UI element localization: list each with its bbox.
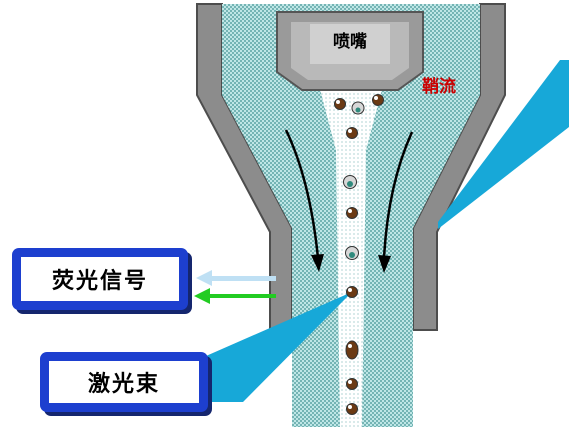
cell-particles [334,94,384,415]
flow-arrow-icon-left [284,129,324,272]
cell-particle-icon [346,127,358,139]
signal-arrow-icon-faint [196,270,276,286]
nozzle-label: 喷嘴 [333,32,367,52]
laser-beam-box: 激光束 [40,352,208,412]
signal-arrow-icon [194,288,276,304]
fluorescence-signal-label: 荧光信号 [21,257,179,301]
flow-arrow-icon-right [378,131,414,273]
fluorescence-signal-box: 荧光信号 [12,248,188,310]
cell-particle-icon [346,403,358,415]
cell-particle-icon [334,98,346,110]
laser-beam-label: 激光束 [49,361,199,403]
laser-beam-icon [438,60,569,229]
cell-particle-icon [346,378,358,390]
cell-particle-icon [346,207,358,219]
laser-beam-incoming [205,292,352,402]
cell-particle-icon [345,340,359,360]
cell-particle-icon [372,94,384,106]
sample-nozzle [276,11,424,91]
cell-particle-icon [346,286,358,298]
cell-particle-icon [351,101,365,115]
cell-particle-icon [345,246,359,260]
sheath-flow-label: 鞘流 [422,76,456,97]
cell-particle-icon [343,175,357,189]
